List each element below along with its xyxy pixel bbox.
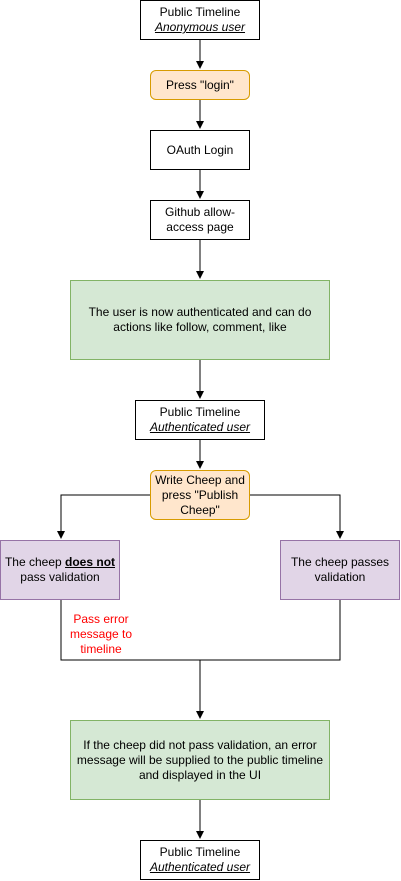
node-title: Public Timeline bbox=[159, 405, 241, 419]
edge-label-pass-error: Pass error message to timeline bbox=[66, 612, 136, 657]
edge-fail-to-merge bbox=[60, 600, 200, 661]
node-error-result: If the cheep did not pass validation, an… bbox=[70, 720, 330, 800]
node-text-pre: The cheep bbox=[4, 555, 66, 569]
node-text-line: access page bbox=[166, 220, 234, 234]
node-subtitle: Authenticated user bbox=[149, 860, 251, 874]
node-cheep-passes-validation: The cheep passes validation bbox=[280, 540, 400, 600]
node-write-cheep: Write Cheep and press "Publish Cheep" bbox=[150, 470, 250, 520]
node-text-line: validation bbox=[314, 570, 366, 584]
node-press-login: Press "login" bbox=[150, 70, 250, 100]
node-public-timeline-authenticated: Public Timeline Authenticated user bbox=[135, 400, 265, 440]
node-subtitle: Authenticated user bbox=[149, 420, 251, 434]
node-text: OAuth Login bbox=[166, 142, 234, 157]
node-text-line: The cheep passes bbox=[290, 555, 390, 569]
edge-label-line: Pass error bbox=[73, 612, 129, 626]
edge-label-line: timeline bbox=[80, 642, 122, 656]
node-text-line: message will be supplied to the public t… bbox=[76, 752, 324, 767]
edge-label-line: message to bbox=[69, 627, 133, 641]
node-public-timeline-authenticated-end: Public Timeline Authenticated user bbox=[140, 840, 260, 880]
node-public-timeline-anonymous: Public Timeline Anonymous user bbox=[140, 0, 260, 40]
edge-pass-to-merge bbox=[200, 600, 341, 661]
edge-write-cheep-to-fail bbox=[57, 494, 150, 539]
node-oauth-login: OAuth Login bbox=[150, 130, 250, 170]
node-text-line: pass validation bbox=[20, 570, 100, 584]
node-user-authenticated: The user is now authenticated and can do… bbox=[70, 280, 330, 360]
node-text: Press "login" bbox=[166, 77, 234, 92]
node-text-emphasis: does not bbox=[65, 555, 116, 569]
edge-write-cheep-to-pass bbox=[250, 494, 344, 539]
node-text-line: and displayed in the UI bbox=[138, 767, 262, 782]
node-text-line: The user is now authenticated and can do bbox=[88, 305, 312, 319]
node-text-line: If the cheep did not pass validation, an… bbox=[83, 737, 317, 752]
node-github-allow-access: Github allow- access page bbox=[150, 200, 250, 240]
node-cheep-fails-validation: The cheep does not pass validation bbox=[0, 540, 120, 600]
node-title: Public Timeline bbox=[159, 845, 241, 859]
node-text-line: Cheep" bbox=[180, 502, 220, 517]
node-subtitle: Anonymous user bbox=[154, 20, 246, 34]
node-text-line: press "Publish bbox=[161, 487, 239, 502]
node-text-line: actions like follow, comment, like bbox=[113, 320, 287, 334]
node-text-line: Write Cheep and bbox=[155, 472, 245, 487]
node-text-line: Github allow- bbox=[164, 205, 236, 219]
node-title: Public Timeline bbox=[159, 5, 241, 19]
node-text-line: The cheep does not bbox=[5, 555, 115, 570]
